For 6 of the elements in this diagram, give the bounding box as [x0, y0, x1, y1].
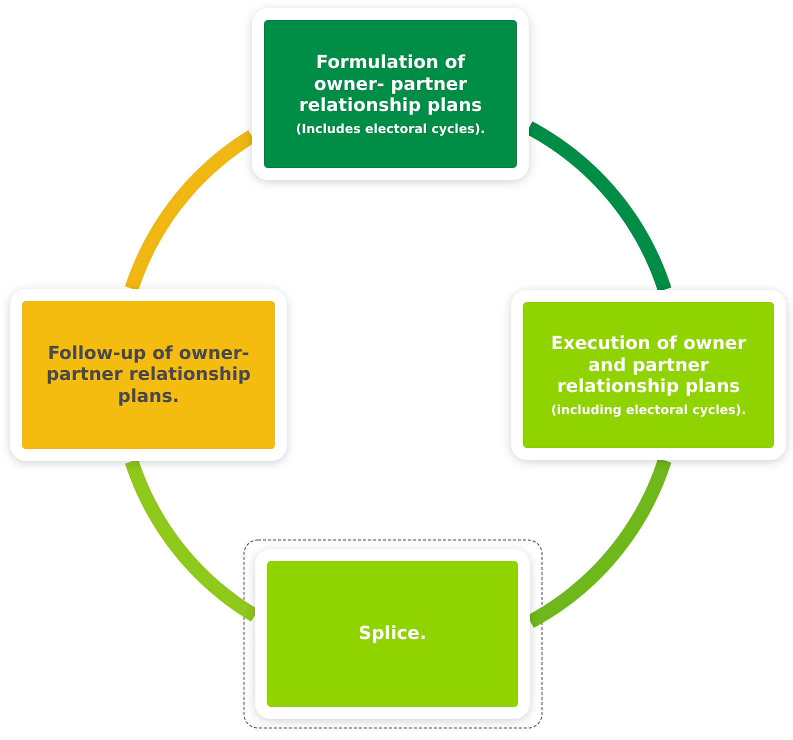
step-title: Execution of owner and partner relationship plans [550, 333, 748, 398]
step-title: Splice. [358, 623, 426, 645]
step-note: (including electoral cycles). [550, 402, 746, 417]
step-note: (Includes electoral cycles). [296, 120, 486, 136]
step-title: Formulation of owner- partner relationship plans [298, 52, 483, 117]
step-title: Follow-up of owner-partner relationship plans. [45, 342, 252, 408]
